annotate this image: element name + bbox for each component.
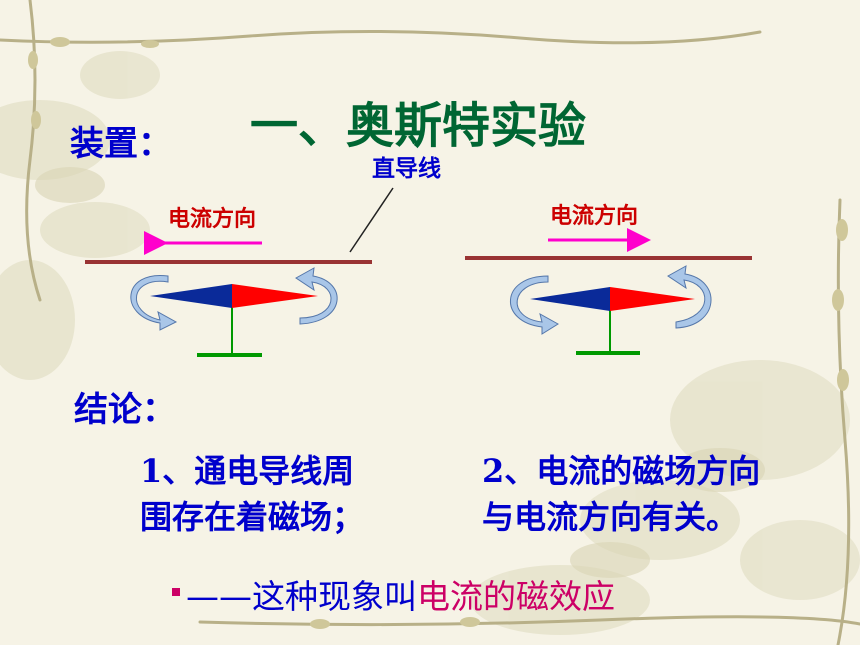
conclusion-1-line-1: 1、通电导线周 [140,452,355,490]
conclusion-1-line-2: 围存在着磁场； [140,498,365,536]
left-needle-red [232,284,318,308]
right-current-label: 电流方向 [550,204,639,229]
page-title: 一、奥斯特实验 [250,98,587,154]
left-swirl-right-icon [295,267,338,325]
wire-label: 直导线 [372,156,441,182]
summary-highlight: 电流的磁效应 [417,577,615,616]
bullet-icon [172,588,180,596]
right-swirl-right-icon [667,265,712,329]
conclusion-2-line-1: 2、电流的磁场方向 [482,452,761,490]
wire-leader-line [349,187,394,253]
right-needle-red [610,287,695,311]
device-label: 装置： [70,124,172,164]
conclusion-2-line-2: 与电流方向有关。 [482,498,739,536]
right-swirl-left-icon [510,275,559,335]
right-needle-blue [530,287,610,311]
left-swirl-left-icon [130,275,178,331]
summary-line: ——这种现象叫电流的磁效应 [186,570,615,618]
summary-prefix: ——这种现象叫 [186,577,417,616]
conclusion-label: 结论： [74,390,176,430]
left-current-label: 电流方向 [168,207,257,232]
left-needle-blue [150,284,232,308]
